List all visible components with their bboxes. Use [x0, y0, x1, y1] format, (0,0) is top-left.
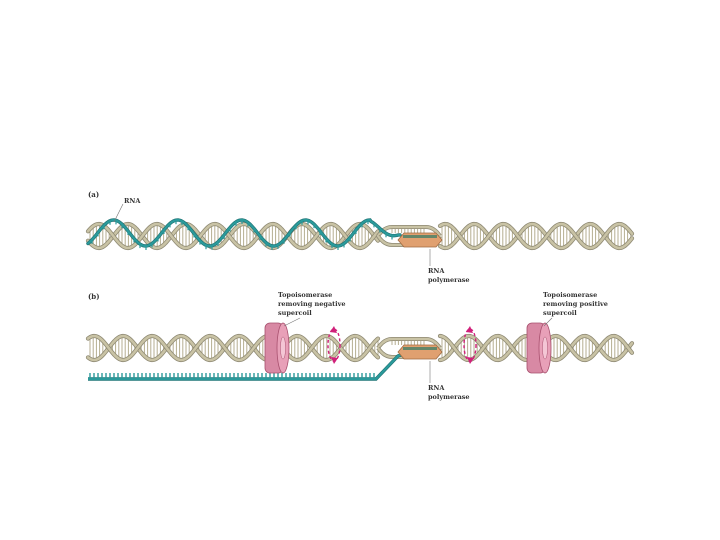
rotation-arrow-right-icon	[463, 326, 477, 364]
topoisomerase-positive	[526, 322, 552, 374]
topo-positive-label-line1: Topoisomerase	[543, 291, 598, 299]
topo-positive-leader-line	[543, 317, 553, 327]
topo-positive-label-line3: supercoil	[543, 309, 577, 317]
dna-helix-left-b	[85, 333, 381, 363]
topo-negative-label-line1: Topoisomerase	[278, 291, 333, 299]
panel-a	[85, 203, 635, 266]
panel-a-letter: (a)	[88, 190, 100, 199]
polymerase-label-a-line2: polymerase	[428, 276, 470, 284]
rna-leader-line	[113, 203, 124, 223]
rna-polymerase-a	[397, 232, 443, 248]
rna-label: RNA	[124, 197, 141, 205]
polymerase-label-a-line1: RNA	[428, 267, 445, 275]
polymerase-label-b-line1: RNA	[428, 384, 445, 392]
panel-b-letter: (b)	[88, 292, 100, 301]
polymerase-label-b-line2: polymerase	[428, 393, 470, 401]
dna-helix-right-a	[437, 221, 635, 251]
topo-negative-label-line2: removing negative	[278, 300, 346, 308]
topoisomerase-negative	[264, 322, 290, 374]
panel-b	[85, 317, 635, 383]
rotation-arrow-left-icon	[327, 326, 341, 364]
topo-negative-leader-line	[283, 317, 301, 327]
rna-polymerase-b	[397, 344, 443, 360]
topo-positive-label-line2: removing positive	[543, 300, 608, 308]
rna-strand-a	[86, 218, 402, 250]
topo-negative-label-line3: supercoil	[278, 309, 312, 317]
